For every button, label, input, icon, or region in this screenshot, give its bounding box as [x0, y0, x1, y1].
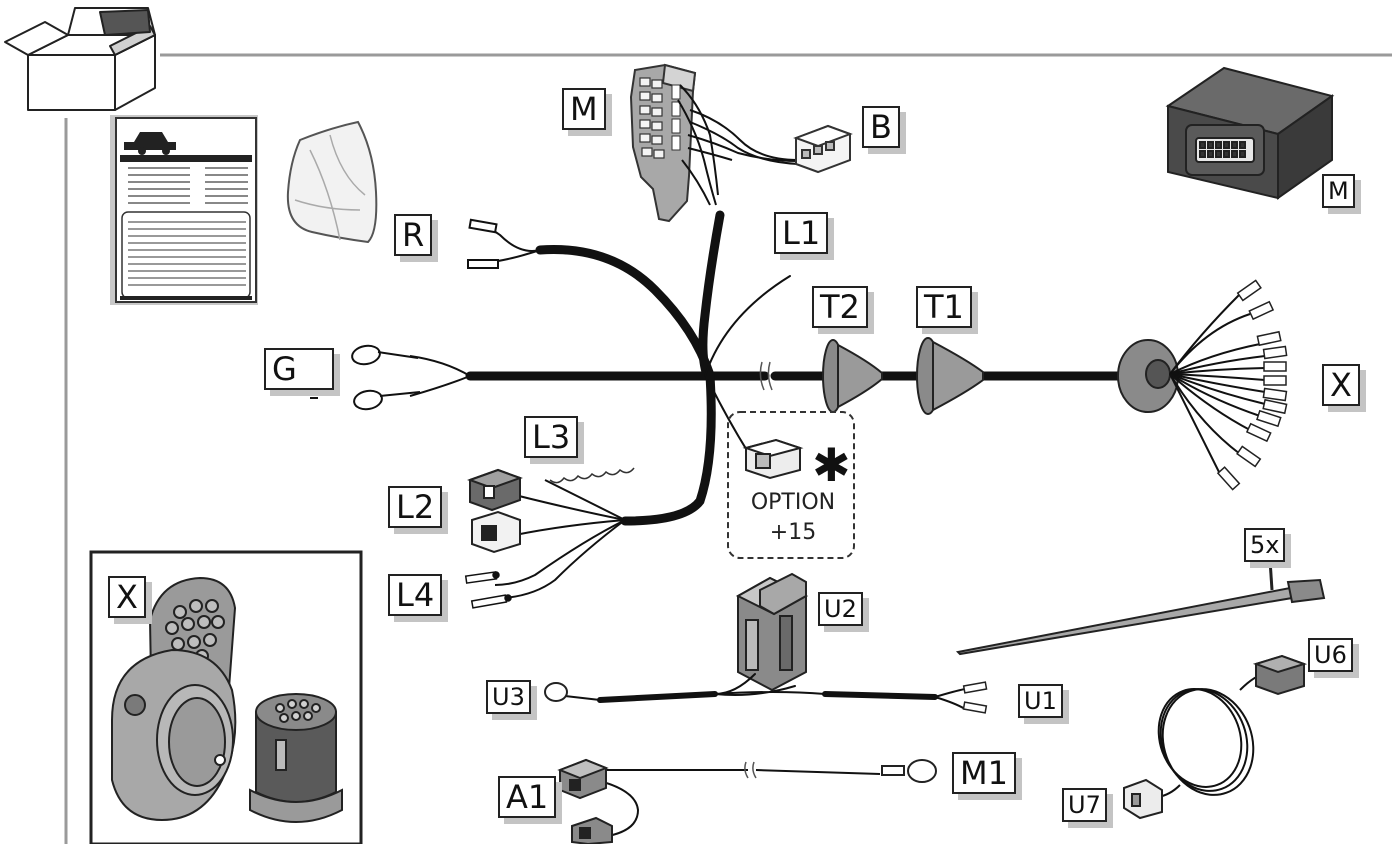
instruction-sheet	[110, 115, 258, 305]
coiled-cable-u6-u7	[1157, 673, 1271, 798]
connector-u6	[1252, 654, 1308, 696]
label-a1: A1	[498, 776, 557, 818]
connector-b	[793, 124, 853, 174]
terminals-l4	[464, 571, 512, 609]
label-u2: U2	[818, 592, 863, 626]
option-text: OPTION +15	[730, 488, 856, 548]
label-u3: U3	[486, 680, 531, 714]
connector-l2-lower	[471, 510, 521, 554]
label-l3: L3	[524, 416, 579, 458]
label-m-connector: M	[562, 88, 606, 130]
label-m-module: M	[1322, 174, 1355, 208]
terminals-u1	[962, 681, 988, 714]
socket-x-fanout	[1117, 279, 1288, 491]
option-line2: +15	[769, 520, 817, 545]
label-u7: U7	[1062, 788, 1107, 822]
label-x-socket: X	[1322, 364, 1360, 406]
wire-a1-m1	[595, 769, 881, 837]
parts-bag	[286, 120, 378, 244]
ring-m1	[881, 759, 937, 783]
car-icon	[124, 132, 176, 150]
connector-l2-upper	[467, 468, 523, 512]
label-l4: L4	[388, 574, 443, 616]
connector-a1-second	[571, 816, 613, 844]
option-asterisk: ✱	[812, 438, 851, 492]
harness-break-marks	[759, 361, 773, 391]
label-r: R	[394, 214, 433, 256]
relay-u2	[735, 572, 809, 692]
harness-u1-u3	[564, 673, 966, 710]
label-u6: U6	[1308, 638, 1353, 672]
main-harness	[465, 210, 1125, 526]
label-u1: U1	[1018, 684, 1063, 718]
label-x-detail: X	[108, 576, 146, 618]
wire-break-mark	[744, 761, 757, 779]
label-b: B	[862, 106, 900, 148]
ground-rings	[351, 344, 471, 411]
package-box-icon	[4, 7, 156, 111]
terminals-r	[467, 218, 541, 269]
label-l2: L2	[388, 486, 443, 528]
label-t1: T1	[916, 286, 972, 328]
label-t2: T2	[812, 286, 868, 328]
label-l1: L1	[774, 212, 829, 254]
cable-tie	[955, 559, 1326, 656]
connector-block-m	[629, 63, 697, 223]
branch-l2-l3-l4	[494, 479, 626, 599]
option-line1: OPTION	[750, 490, 836, 515]
kit-frame	[64, 53, 1392, 844]
label-count-5x: 5x	[1244, 528, 1286, 562]
option-box	[727, 411, 855, 559]
connector-a1	[557, 758, 609, 800]
grommet-t2	[822, 339, 883, 413]
connector-u7	[1123, 778, 1163, 820]
wires-m-to-b	[677, 84, 799, 206]
twisted-wire-l3	[549, 467, 635, 484]
label-m1: M1	[952, 752, 1016, 794]
ring-u3	[544, 682, 568, 702]
label-g: G	[264, 348, 334, 390]
grommet-t1	[916, 337, 984, 415]
control-module	[1165, 66, 1335, 200]
socket-detail-box	[89, 550, 363, 844]
